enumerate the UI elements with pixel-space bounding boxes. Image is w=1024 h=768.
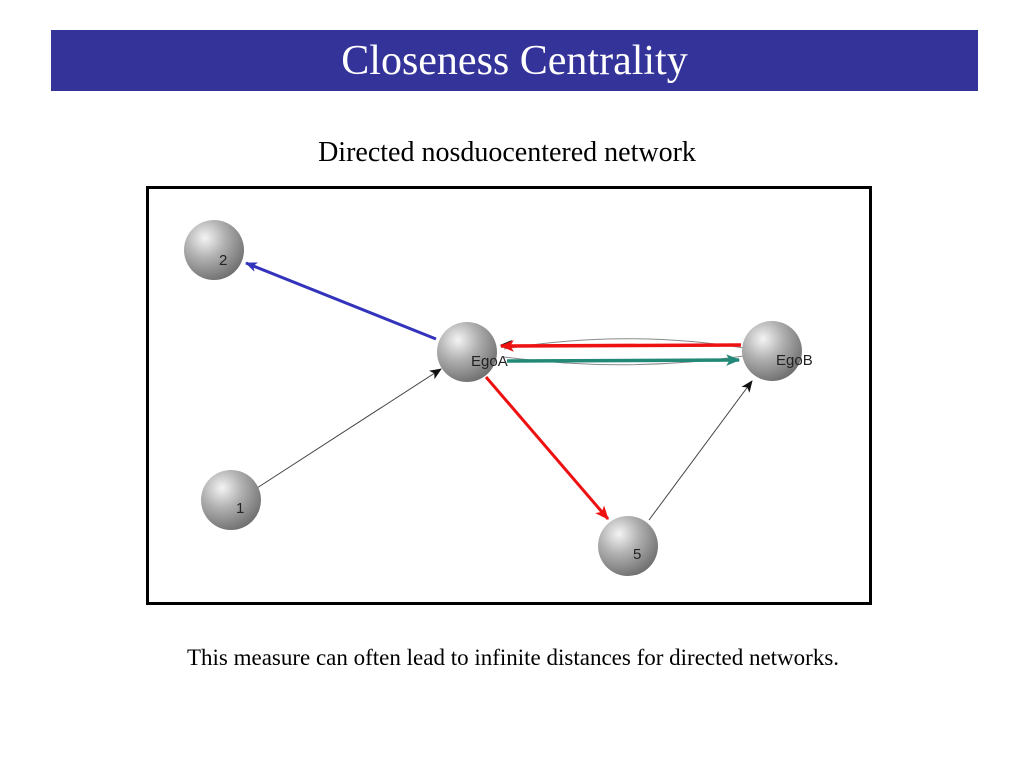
node-egob-label: EgoB (776, 352, 813, 369)
edge-egoa-to-2 (245, 261, 437, 341)
node-egoa-label: EgoA (471, 353, 508, 370)
diagram-subtitle: Directed nosduocentered network (318, 137, 696, 168)
edge-1-to-egoa (256, 368, 442, 489)
edge-egob-to-egoa (499, 340, 742, 352)
network-diagram-frame: 2 EgoA EgoB 1 5 (146, 186, 872, 605)
slide-title: Closeness Centrality (341, 37, 688, 84)
edge-egoa-to-egob (506, 354, 741, 366)
edge-egoa-to-5 (484, 376, 610, 520)
node-egob: EgoB (742, 321, 813, 381)
network-diagram: 2 EgoA EgoB 1 5 (184, 220, 813, 576)
node-1: 1 (201, 470, 261, 530)
node-5: 5 (598, 516, 658, 576)
node-2: 2 (184, 220, 244, 280)
slide-caption: This measure can often lead to infinite … (186, 645, 840, 670)
title-bar: Closeness Centrality (51, 30, 978, 91)
node-2-label: 2 (219, 252, 227, 269)
node-5-label: 5 (633, 546, 641, 563)
node-1-label: 1 (236, 500, 244, 517)
node-egoa: EgoA (437, 322, 508, 382)
edge-5-to-egob (648, 380, 753, 521)
